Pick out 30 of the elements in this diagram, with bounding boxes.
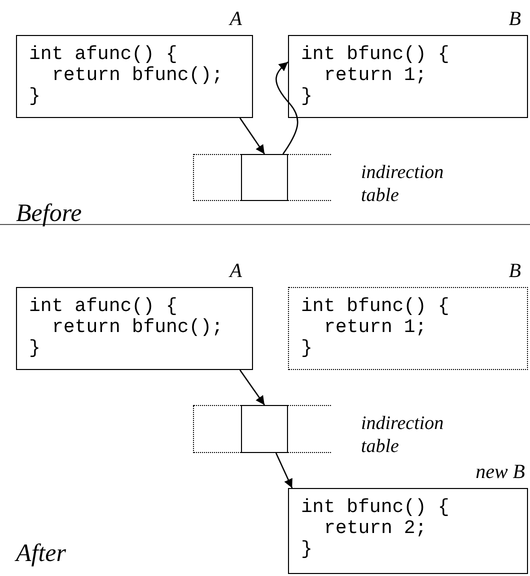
code-line: int bfunc() { xyxy=(301,44,450,65)
arrow xyxy=(275,452,293,488)
code-line: int bfunc() { xyxy=(301,497,450,518)
phase-label: Before xyxy=(16,200,82,228)
code-line: } xyxy=(29,338,42,359)
phase-label: After xyxy=(16,540,66,568)
arrow xyxy=(239,370,266,406)
table-caption: indirection table xyxy=(361,161,445,207)
code-line: } xyxy=(301,86,314,107)
code-line: int afunc() { xyxy=(29,44,178,65)
code-line: int afunc() { xyxy=(29,296,178,317)
table-entry xyxy=(241,154,288,201)
code-line: return 2; xyxy=(323,518,428,539)
arrow xyxy=(239,118,266,154)
code-line: } xyxy=(301,338,314,359)
table-entry xyxy=(241,405,288,453)
module-heading: B xyxy=(508,8,521,31)
code-line: return 1; xyxy=(323,65,428,86)
module-heading: A xyxy=(230,260,242,283)
module-heading: new B xyxy=(476,461,525,484)
table-caption: indirection table xyxy=(361,412,445,458)
module-heading: A xyxy=(230,8,242,31)
code-line: return bfunc(); xyxy=(51,65,224,86)
code-line: } xyxy=(301,539,314,560)
code-line: } xyxy=(29,86,42,107)
code-line: int bfunc() { xyxy=(301,296,450,317)
code-line: return bfunc(); xyxy=(51,317,224,338)
arrow xyxy=(276,61,298,154)
code-line: return 1; xyxy=(323,317,428,338)
module-heading: B xyxy=(508,260,521,283)
